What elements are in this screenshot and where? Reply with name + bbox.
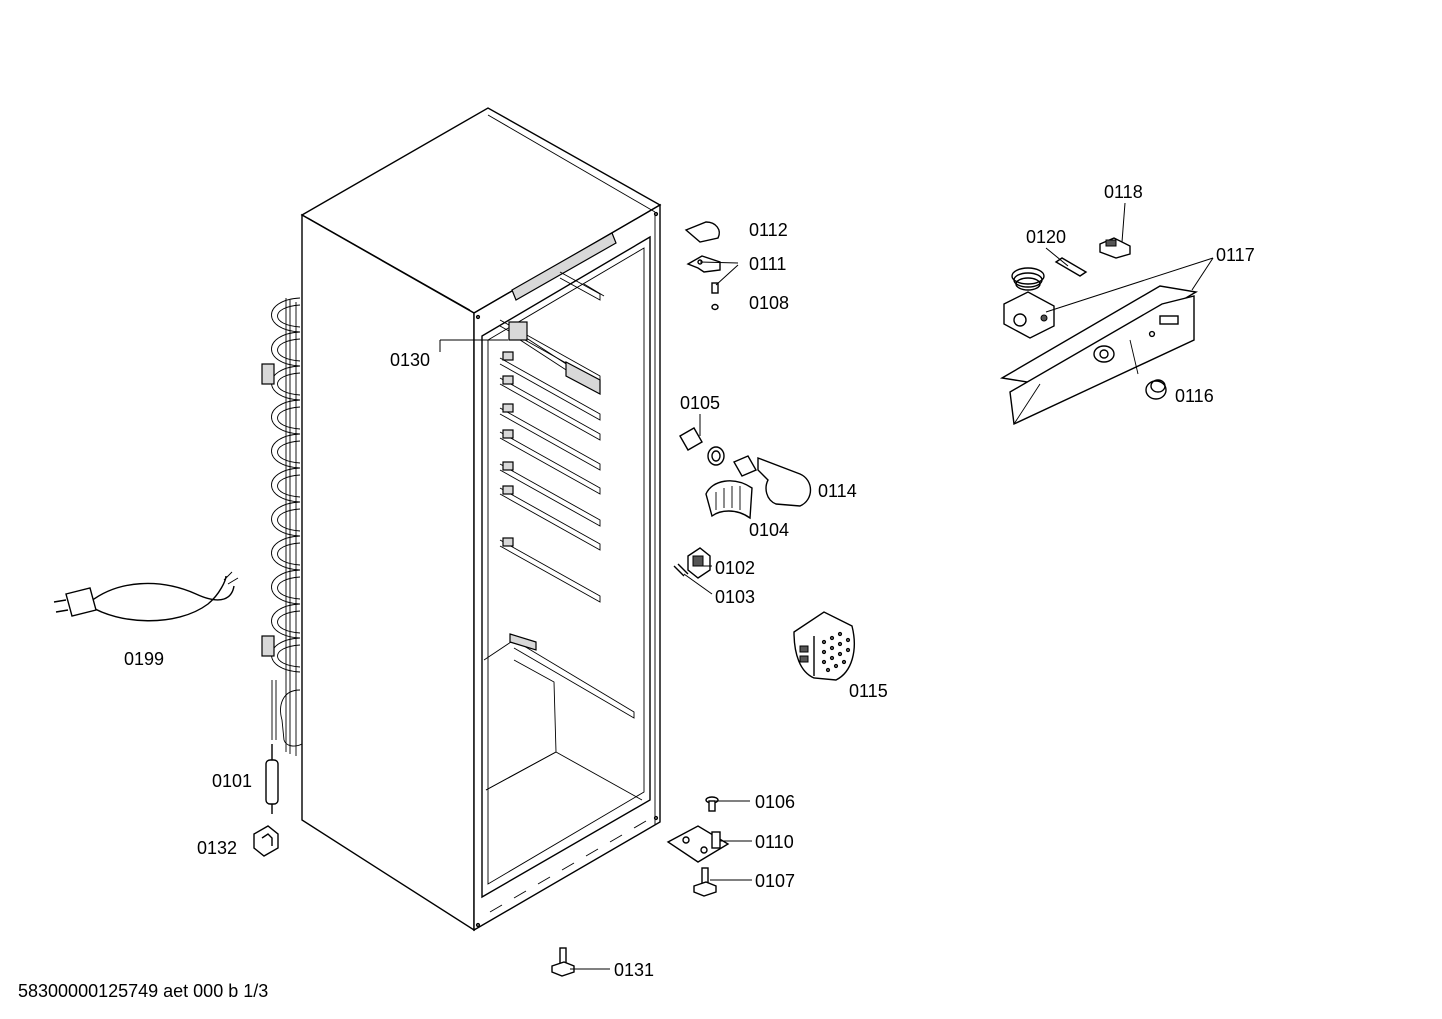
label-0130: 0130 [390,350,431,370]
part-thermostat [1003,267,1055,339]
label-0120: 0120 [1026,227,1067,247]
condenser-coil [261,297,303,756]
label-0117: 0117 [1216,245,1255,265]
part-0115-vent-cover [793,611,855,681]
label-0132: 0132 [197,838,238,858]
part-0132-clip [253,825,279,857]
part-0104-lamp-holder [705,480,753,520]
label-0115: 0115 [849,681,888,701]
label-0102: 0102 [715,558,756,578]
leader-lines [439,202,1214,970]
label-0111: 0111 [749,254,787,274]
part-0114-lamp-cover [733,455,812,507]
label-0114: 0114 [818,481,857,501]
part-0111-bracket [686,255,721,273]
label-0199: 0199 [124,649,165,669]
label-0118: 0118 [1104,182,1143,202]
label-0106: 0106 [755,792,796,812]
label-0105: 0105 [680,393,721,413]
part-0118-switch [1099,237,1131,259]
cabinet-body [300,107,662,932]
label-0103: 0103 [715,587,756,607]
label-0101: 0101 [212,771,253,791]
part-0106-screw [705,796,719,812]
part-0112-cover [684,221,720,243]
part-0102-switch [687,547,711,579]
part-0131-foot [551,947,575,977]
document-footer-code: 58300000125749 aet 000 b 1/3 [18,981,269,1001]
label-0110: 0110 [755,832,794,852]
part-0116-knob [1145,379,1167,400]
power-cord [53,571,239,622]
part-0103-connector [673,563,689,577]
dryer-filter [265,744,279,814]
part-0107-bolt [693,867,717,897]
label-0107: 0107 [755,871,796,891]
part-0117-control-panel [999,285,1199,426]
label-0108: 0108 [749,293,790,313]
part-0110-hinge [666,825,730,863]
part-0120-fuse [1054,257,1088,277]
label-0131: 0131 [614,960,655,980]
label-0116: 0116 [1175,386,1214,406]
part-0105-lamp [679,427,725,466]
label-0112: 0112 [749,220,788,240]
part-0108-fastener [711,282,719,311]
label-0104: 0104 [749,520,790,540]
